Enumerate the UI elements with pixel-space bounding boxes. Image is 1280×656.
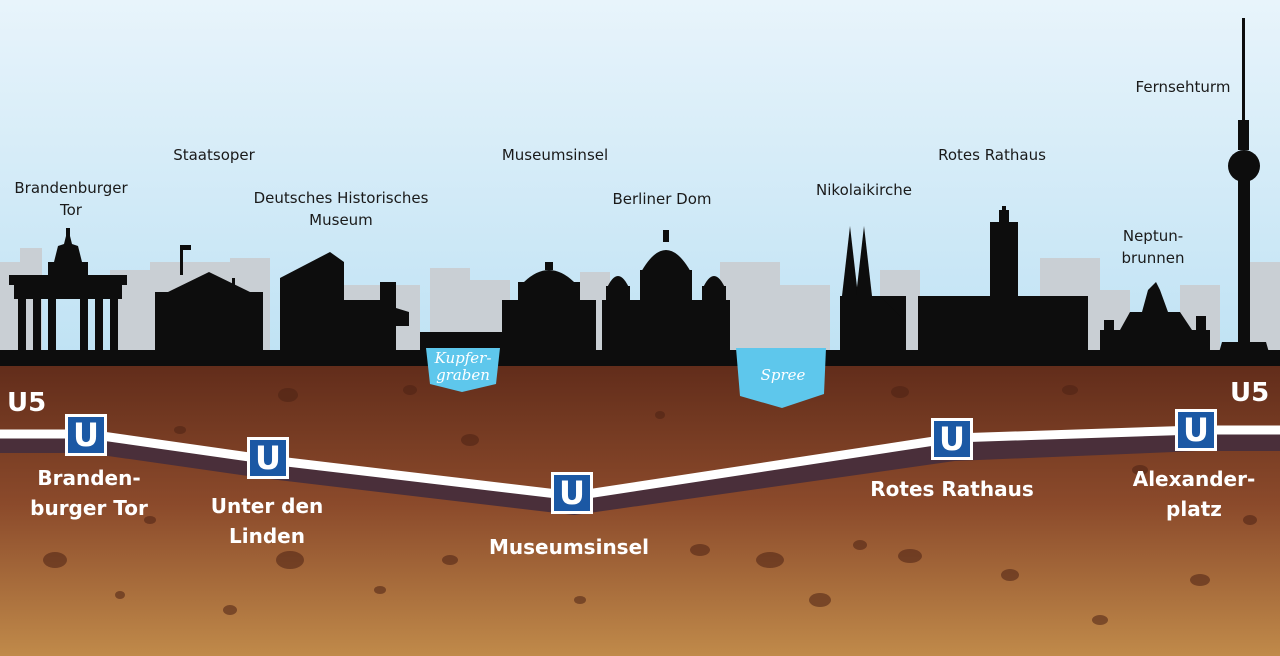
station-label-rotes-rathaus: Rotes Rathaus: [870, 477, 1034, 501]
station-label-brandenburger-tor: Branden- burger Tor: [30, 466, 148, 520]
nikolaikirche-silhouette: [840, 226, 906, 352]
landmark-label-dhm: Deutsches Historisches Museum: [253, 189, 429, 229]
kupfergraben-water: [426, 348, 500, 392]
fernsehturm-silhouette: [1218, 18, 1270, 356]
landmark-label-nikolaikirche: Nikolaikirche: [816, 181, 912, 199]
landmark-label-museumsinsel: Museumsinsel: [501, 146, 609, 164]
brandenburger-tor-silhouette: [9, 228, 127, 352]
line-label-east: U5: [1230, 378, 1270, 408]
station-label-unter-den-linden: Unter den Linden: [210, 494, 324, 548]
staatsoper-silhouette: [155, 245, 263, 352]
water-label-spree: Spree: [760, 366, 806, 384]
u-sign-museumsinsel: U: [551, 472, 593, 514]
landmark-label-neptunbrunnen: Neptun- brunnen: [1121, 227, 1185, 267]
berliner-dom-silhouette: [602, 230, 730, 352]
skyline-silhouettes: [9, 18, 1270, 356]
station-label-alexanderplatz: Alexander- platz: [1132, 467, 1256, 521]
u-sign-brandenburger-tor: U: [65, 414, 107, 456]
landmark-label-fernsehturm: Fernsehturm: [1135, 78, 1231, 96]
landmark-label-staatsoper: Staatsoper: [173, 146, 255, 164]
u-sign-alexanderplatz: U: [1175, 409, 1217, 451]
rotes-rathaus-silhouette: [918, 206, 1088, 352]
landmark-label-berliner-dom: Berliner Dom: [612, 190, 712, 208]
ground-surface: [0, 350, 1280, 366]
line-label-west: U5: [7, 388, 47, 418]
spree-water: [736, 348, 826, 408]
neptunbrunnen-silhouette: [1100, 282, 1210, 352]
water-label-kupfergraben: Kupfer- graben: [434, 349, 492, 384]
museumsinsel-silhouette: [502, 262, 596, 352]
landmark-label-brandenburger-tor: Brandenburger Tor: [14, 179, 128, 219]
dhm-silhouette: [280, 252, 409, 352]
water-bodies: [426, 348, 826, 408]
landmark-label-rotes-rathaus: Rotes Rathaus: [938, 146, 1046, 164]
kupfergraben-bridge: [420, 332, 505, 352]
soil-stones: [43, 385, 1257, 625]
u-sign-unter-den-linden: U: [247, 437, 289, 479]
u-sign-rotes-rathaus: U: [931, 418, 973, 460]
station-label-museumsinsel: Museumsinsel: [488, 535, 650, 559]
